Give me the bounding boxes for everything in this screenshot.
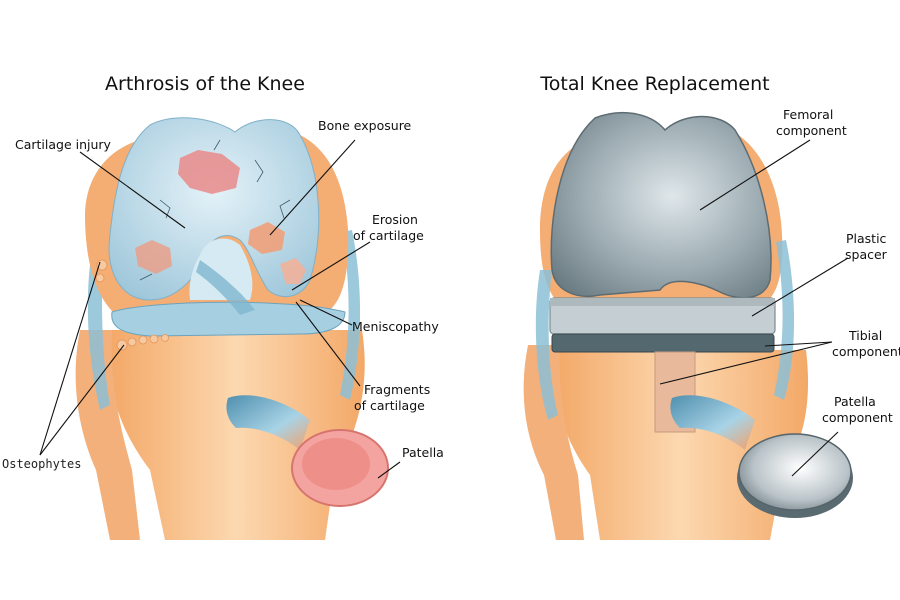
label-osteophytes: Osteophytes	[2, 457, 81, 471]
left-panel: Arthrosis of the Knee	[2, 73, 444, 540]
right-leaders	[659, 139, 849, 477]
meniscus	[111, 301, 346, 337]
left-title: Arthrosis of the Knee	[105, 73, 305, 95]
label-plastic-line2: spacer	[845, 247, 888, 262]
lesion-top	[178, 150, 240, 194]
patellar-tendon	[226, 395, 310, 450]
label-meniscopathy: Meniscopathy	[352, 319, 439, 334]
right-title: Total Knee Replacement	[539, 73, 769, 95]
intercondylar-notch	[189, 238, 253, 300]
label-erosion-line2: of cartilage	[353, 228, 424, 243]
ligament-right-r	[774, 240, 795, 400]
femoral-component	[550, 111, 772, 299]
right-panel: Total Knee Replacement	[523, 73, 900, 540]
spacer-shade	[550, 298, 775, 306]
fibula-right	[523, 345, 584, 540]
ligament-right-l	[535, 270, 558, 420]
osteophyte-bumps	[95, 259, 169, 351]
label-femoral-line2: component	[776, 123, 847, 138]
patella-component	[738, 433, 852, 511]
lesion-mid	[248, 222, 285, 254]
label-patella-comp-line1: Patella	[834, 394, 876, 409]
label-fragments-line1: Fragments	[364, 382, 430, 397]
ligament-right	[340, 230, 361, 400]
tibial-tray	[551, 333, 775, 353]
label-erosion-line1: Erosion	[372, 212, 418, 227]
patella-inner	[302, 438, 370, 490]
label-cartilage-injury: Cartilage injury	[15, 137, 112, 152]
cruciate-ligament	[196, 260, 255, 315]
cartilage-cracks	[139, 139, 291, 281]
label-fragments-line2: of cartilage	[354, 398, 425, 413]
lesion-left	[135, 240, 172, 274]
label-plastic-line1: Plastic	[846, 231, 887, 246]
patellar-tendon-right	[670, 395, 755, 450]
lesion-lower	[280, 258, 306, 284]
label-femoral-line1: Femoral	[783, 107, 833, 122]
label-tibial-line2: component	[832, 344, 900, 359]
label-bone-exposure: Bone exposure	[318, 118, 412, 133]
label-patella: Patella	[402, 445, 444, 460]
fibula-left	[75, 330, 140, 540]
left-leaders	[39, 139, 401, 479]
label-tibial-line1: Tibial	[848, 328, 882, 343]
label-patella-comp-line2: component	[822, 410, 893, 425]
